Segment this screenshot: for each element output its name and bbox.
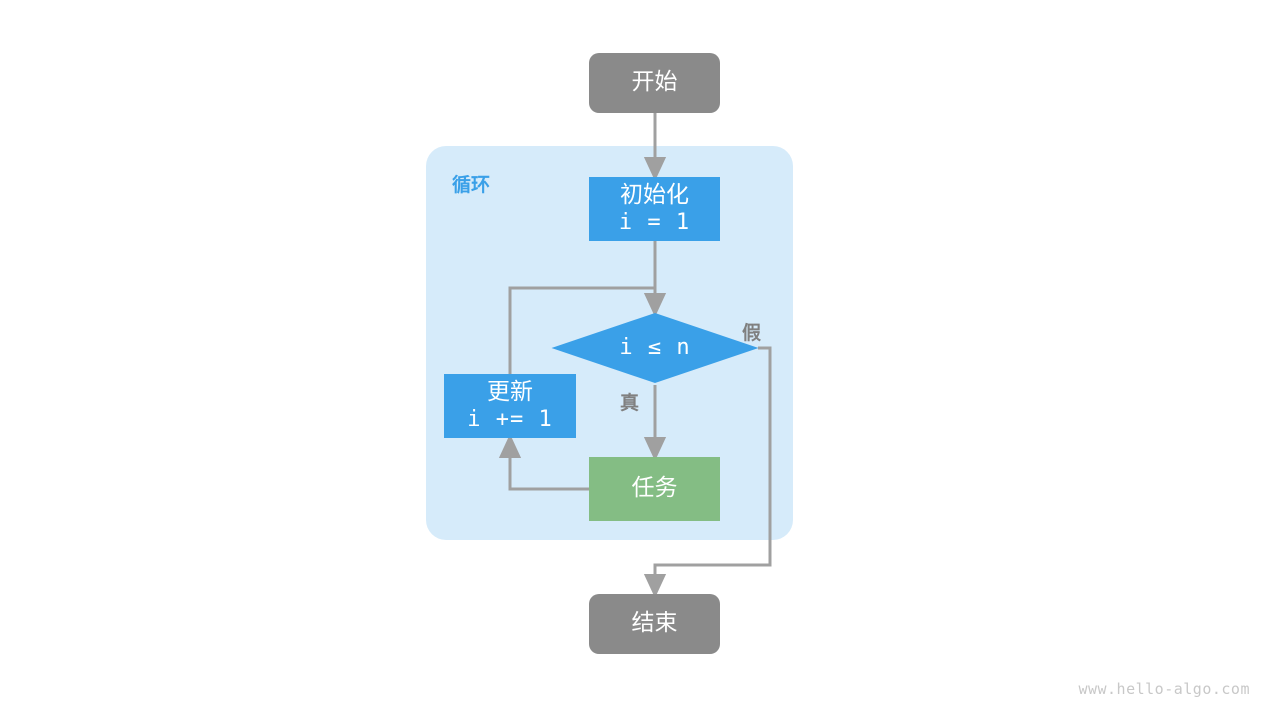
end-node-shape[interactable]: [589, 594, 720, 654]
node-layer: [444, 53, 759, 654]
edge-update-to-condition: [508, 286, 655, 374]
edge-task-to-update: [498, 434, 589, 491]
start-node-shape[interactable]: [589, 53, 720, 113]
watermark: www.hello-algo.com: [1078, 680, 1250, 698]
edge-label-true: 真: [620, 392, 640, 414]
loop-group-label: 循环: [452, 174, 491, 196]
condition-node-shape[interactable]: [551, 313, 759, 383]
initialize-node-shape[interactable]: [589, 177, 720, 241]
edge-layer: [498, 113, 772, 598]
task-node-shape[interactable]: [589, 457, 720, 521]
edge-condition-false-to-end: [643, 346, 772, 598]
edge-label-false: 假: [742, 322, 762, 344]
update-node-shape[interactable]: [444, 374, 576, 438]
